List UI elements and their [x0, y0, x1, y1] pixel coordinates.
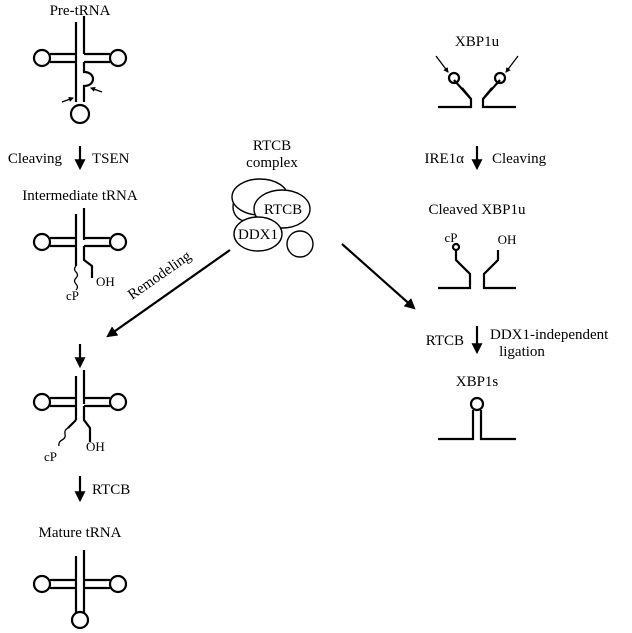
cleaving-label-right: Cleaving — [492, 151, 547, 167]
tsen-label: TSEN — [92, 151, 130, 167]
ddx1-blob-label: DDX1 — [238, 227, 278, 243]
rtcb-complex-title-line1: RTCB — [253, 138, 291, 154]
xbp1s-structure — [438, 396, 516, 441]
rtcb-complex-title-line2: complex — [246, 155, 298, 171]
oh-label-3: OH — [498, 232, 517, 247]
rtcb-right-label: RTCB — [426, 333, 464, 349]
remodeling-label: Remodeling — [125, 248, 195, 303]
xbp1s-label: XBP1s — [456, 374, 499, 390]
rtcb-step-label: RTCB — [92, 482, 130, 498]
xbp1u-structure — [435, 55, 519, 109]
cp-label-1: cP — [66, 288, 79, 303]
remodeled-trna-structure — [32, 370, 128, 447]
intermediate-trna-structure — [32, 208, 128, 291]
ire1a-label: IRE1α — [424, 151, 464, 167]
cp-label-3: cP — [445, 230, 458, 245]
cleaved-xbp1u-label: Cleaved XBP1u — [428, 202, 526, 218]
rtcb-complex-blobs: RTCB DDX1 — [231, 178, 314, 258]
ligation-label: ligation — [499, 344, 545, 360]
cp-label-2: cP — [44, 449, 57, 464]
oh-label-2: OH — [86, 439, 105, 454]
cleaved-xbp1u-structure — [438, 242, 516, 290]
arrow-to-xbp1 — [341, 243, 416, 310]
ddx1-independent-label: DDX1-independent — [490, 327, 609, 343]
mature-trna-structure — [32, 550, 128, 630]
rtcb-blob-label: RTCB — [264, 202, 302, 218]
cleaving-label-left: Cleaving — [8, 151, 63, 167]
pre-trna-structure — [32, 16, 128, 125]
xbp1u-label: XBP1u — [455, 34, 500, 50]
oh-label-1: OH — [96, 274, 115, 289]
mature-trna-label: Mature tRNA — [39, 525, 122, 541]
intermediate-trna-label: Intermediate tRNA — [22, 188, 138, 204]
pre-trna-label: Pre-tRNA — [50, 3, 111, 19]
arrow-remodeling — [106, 249, 231, 338]
